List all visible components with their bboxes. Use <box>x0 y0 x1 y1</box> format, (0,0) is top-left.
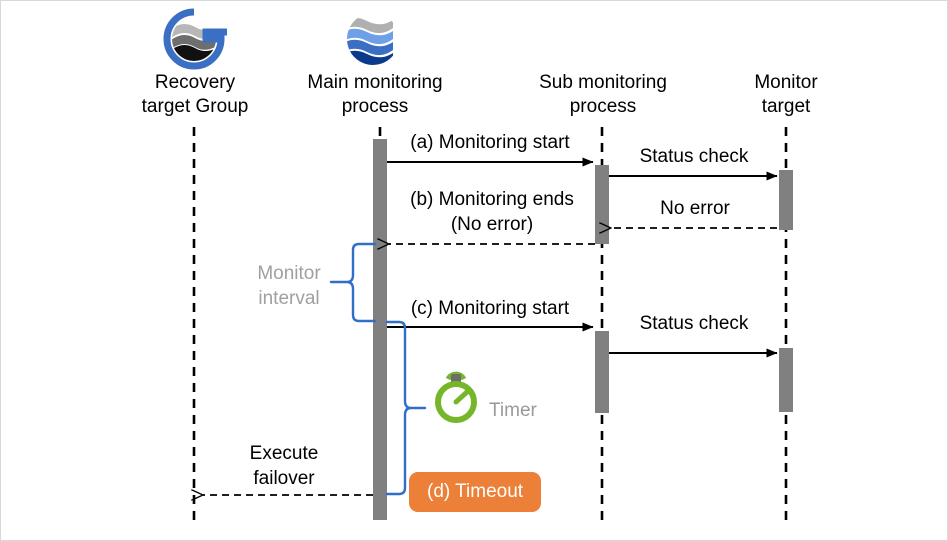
participant-label-line2: process <box>341 96 409 117</box>
participant-recovery-target-group: Recovery target Group <box>105 71 285 119</box>
label-line1: No error <box>660 198 730 219</box>
label-status-check-2: Status check <box>609 311 779 336</box>
label-line1: (a) Monitoring start <box>410 132 570 153</box>
timer-label-text: Timer <box>489 400 537 421</box>
participant-label-line1: Recovery <box>154 72 236 93</box>
monitor-interval-label: Monitor interval <box>241 261 337 311</box>
globe-g-logo-icon <box>163 7 228 71</box>
participant-label-line2: target Group <box>141 96 249 117</box>
label-a-monitoring-start: (a) Monitoring start <box>387 130 593 155</box>
activation-bar-sub-1 <box>595 165 609 244</box>
activation-bar-sub-2 <box>595 331 609 413</box>
label-execute-failover: Execute failover <box>196 441 372 491</box>
participant-monitor-target: Monitor target <box>716 71 856 119</box>
label-line1: Execute <box>249 443 319 464</box>
globe-wave-logo-icon <box>341 7 405 71</box>
participant-main-monitoring-process: Main monitoring process <box>283 71 467 119</box>
label-line1: (c) Monitoring start <box>410 298 570 319</box>
label-status-check-1: Status check <box>609 144 779 169</box>
label-line1: (b) Monitoring ends <box>410 189 574 210</box>
monitor-interval-line2: interval <box>258 288 320 309</box>
activation-bar-main <box>373 139 387 520</box>
participant-sub-monitoring-process: Sub monitoring process <box>513 71 693 119</box>
monitor-interval-bracket <box>329 242 377 323</box>
label-b-monitoring-ends: (b) Monitoring ends (No error) <box>389 187 595 237</box>
participant-label-line1: Main monitoring <box>307 72 443 93</box>
participant-label-line2: process <box>569 96 637 117</box>
label-line2: (No error) <box>450 214 534 235</box>
label-line2: failover <box>253 468 315 489</box>
monitor-interval-line1: Monitor <box>257 263 321 284</box>
activation-bar-target-2 <box>779 348 793 412</box>
timeout-badge[interactable]: (d) Timeout <box>409 472 542 512</box>
activation-bar-target-1 <box>779 170 793 230</box>
label-line1: Status check <box>639 146 749 167</box>
participant-label-line1: Sub monitoring <box>539 72 667 93</box>
label-c-monitoring-start: (c) Monitoring start <box>387 296 593 321</box>
participant-label-line2: target <box>761 96 811 117</box>
label-no-error-1: No error <box>611 196 779 221</box>
label-line1: Status check <box>639 313 749 334</box>
timer-bracket <box>385 320 427 496</box>
timer-label: Timer <box>489 400 537 422</box>
timeout-badge-label: (d) Timeout <box>427 481 524 502</box>
participant-label-line1: Monitor <box>754 72 818 93</box>
stopwatch-icon <box>427 367 485 425</box>
